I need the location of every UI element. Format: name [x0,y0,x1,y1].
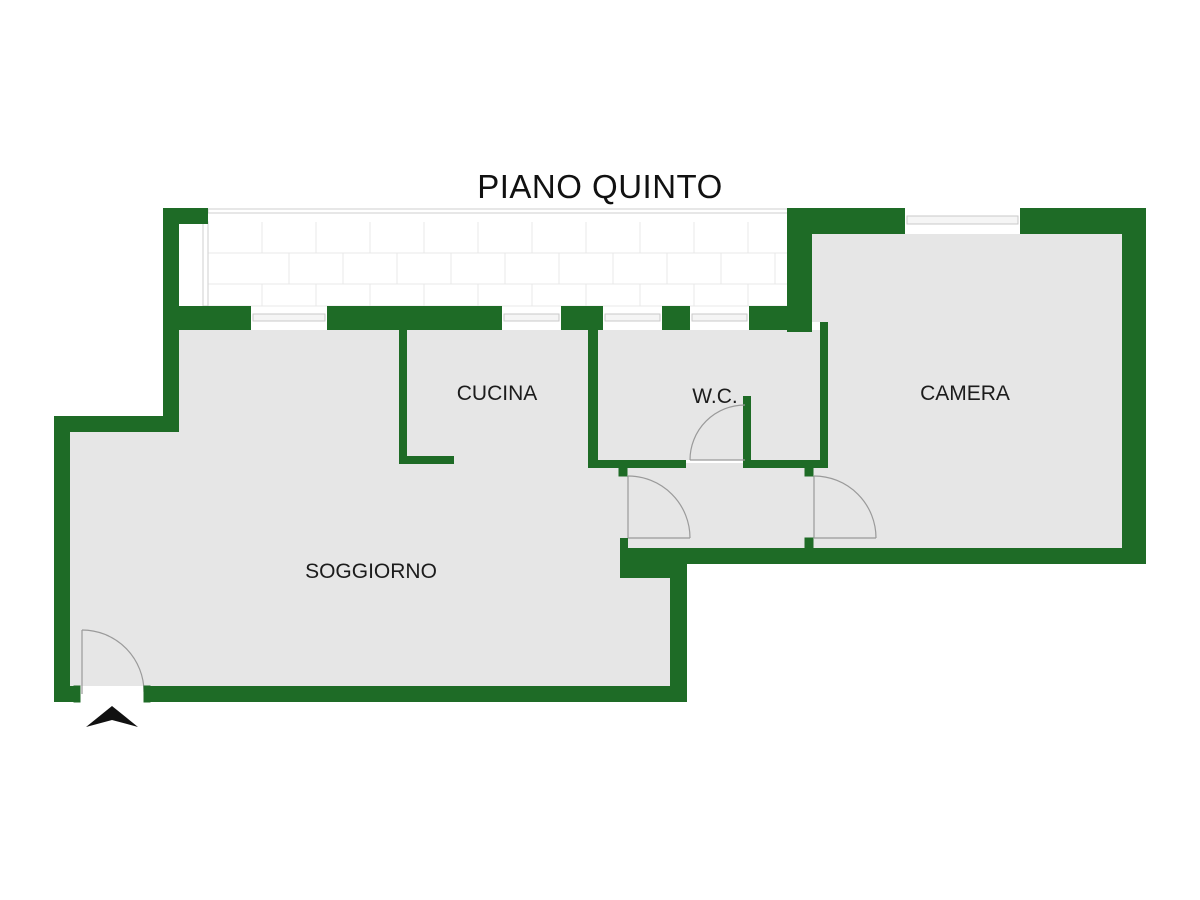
door-jamb [804,537,814,549]
cucina-floor [402,330,588,463]
door-jamb [143,685,151,703]
wall-soggiorno-left [54,416,70,702]
door-jamb [804,467,814,477]
door-jambs [73,467,814,703]
door-swing-icon [81,629,145,694]
entrance-arrow-icon [86,706,138,727]
wall-north-5 [749,306,812,330]
room-floors [70,234,1122,686]
wall-north-4 [662,306,690,330]
hall-floor [622,463,822,548]
wall-wc-right [820,322,828,468]
room-label-cucina: CUCINA [457,382,538,405]
wall-north-2 [327,306,502,330]
wall-wc-bottom-left [588,460,686,468]
wall-corridor-bottom [620,548,1146,564]
camera-floor [812,234,1122,548]
door-swing-icon [627,475,691,539]
wall-soggiorno-step [54,416,179,432]
wall-camera-top-right [1020,208,1146,234]
wall-cucina-bottom [399,456,454,464]
balcony-tiles [208,222,788,307]
balcony-railing-top [207,208,789,214]
window-icon [502,309,561,327]
soggiorno-floor [70,330,670,686]
window-icon [690,309,749,327]
room-label-wc: W.C. [692,385,738,408]
walls [54,208,1146,702]
wall-camera-right [1122,208,1146,564]
windows [251,210,1020,327]
wall-soggiorno-bottom [146,686,687,702]
door-jamb [618,467,628,477]
door-jamb [73,685,81,703]
wall-corridor-corner [620,562,687,578]
room-label-camera: CAMERA [920,382,1010,405]
window-icon [251,309,327,327]
door-swing-icon [813,475,877,539]
balcony-railing-left [202,221,209,307]
room-label-soggiorno: SOGGIORNO [305,560,437,583]
balcony-floor [178,222,788,306]
wall-wc-bottom-right [743,460,828,468]
wc-floor [598,330,820,460]
wall-corridor-stub [620,538,628,578]
wall-wc-left [588,330,598,468]
window-icon [905,210,1020,232]
window-icon [603,309,662,327]
wall-wc-door-jamb [743,396,751,468]
wall-north-3 [561,306,603,330]
doors [81,404,877,694]
wall-north-1 [163,306,251,330]
balcony [178,208,789,307]
door-swing-icon [689,404,746,461]
wall-cucina-left [399,330,407,463]
wall-soggiorno-right [670,562,687,702]
plan-title: PIANO QUINTO [477,168,723,205]
wall-balcony-top-cap [163,208,208,224]
